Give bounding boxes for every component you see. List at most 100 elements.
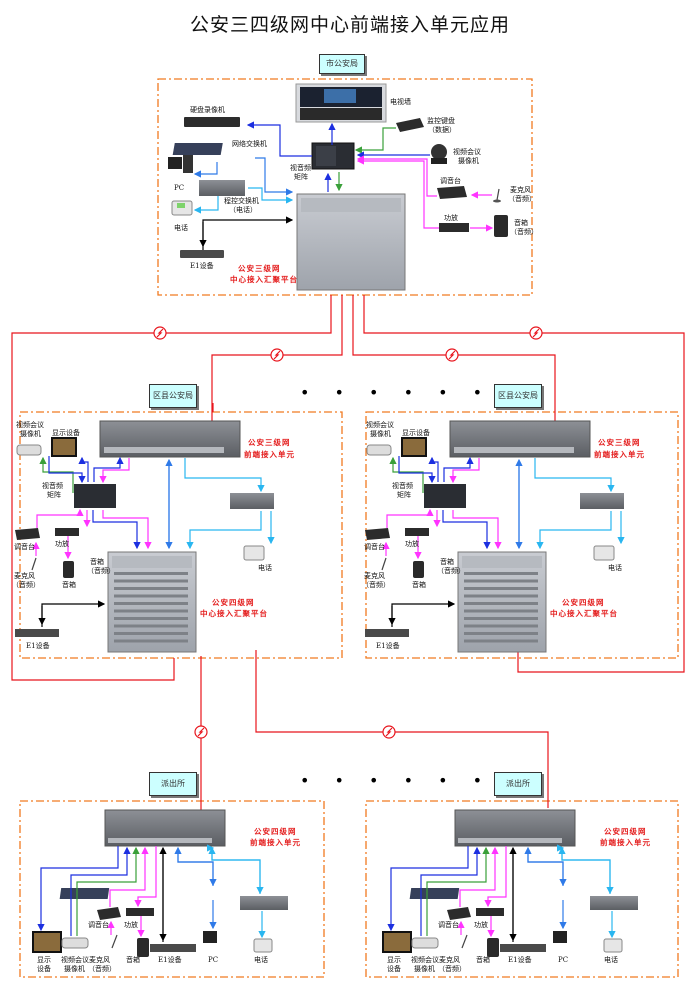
pbx-device [590, 896, 638, 910]
label-conf-camera-1: 视频会议 [16, 421, 44, 429]
label-display-1: 显示 [37, 956, 51, 964]
city-platform-rack [296, 193, 406, 291]
label-pbx-2: （电话） [229, 206, 257, 214]
label-pc: PC [208, 956, 219, 964]
label-mixer: 调音台 [438, 921, 459, 929]
wan-link-county-left-to-station-right [255, 650, 549, 808]
network-switch-device [409, 888, 460, 899]
label-display: 显示设备 [402, 429, 430, 437]
display-device [32, 931, 62, 953]
label-phone: 电话 [608, 564, 622, 572]
label-network-switch: 网络交换机 [232, 140, 267, 148]
network-switch-device [172, 143, 223, 155]
pbx-device [199, 180, 245, 196]
label-frontend-2: 前端接入单元 [600, 838, 651, 847]
label-pc: PC [558, 956, 569, 964]
county-sections [15, 420, 625, 653]
display-device [401, 437, 427, 457]
label-e1: E1设备 [158, 956, 182, 964]
label-av-matrix-1: 视音频 [42, 482, 63, 490]
e1-device [150, 944, 196, 952]
label-platform-1: 公安四级网 [212, 598, 255, 607]
label-speaker: 音箱 [62, 581, 76, 589]
amp-device [126, 908, 154, 916]
label-mic-1: 麦克风 [510, 186, 531, 194]
label-conf-camera-2: 摄像机 [64, 965, 85, 973]
label-frontend-1: 公安三级网 [598, 438, 641, 447]
label-phone: 电话 [604, 956, 618, 964]
av-matrix-device [424, 484, 466, 508]
pbx-device [230, 493, 274, 509]
label-e1: E1设备 [26, 642, 50, 650]
label-phone: 电话 [254, 956, 268, 964]
display-device [382, 931, 412, 953]
label-dvr: 硬盘录像机 [190, 106, 225, 114]
label-frontend-2: 前端接入单元 [250, 838, 301, 847]
mixer-device [365, 528, 390, 540]
wan-link-icons [153, 326, 543, 739]
label-city-platform-1: 公安三级网 [238, 264, 281, 273]
dvr-device [184, 117, 240, 127]
wan-link-city-to-county-left-platform [11, 295, 332, 681]
pc-tower [183, 155, 193, 173]
site-label-county-right: 区县公安局 [494, 384, 542, 408]
label-phone: 电话 [174, 224, 188, 232]
label-speaker: 音箱 [126, 956, 140, 964]
label-conf-camera-1: 视频会议 [61, 956, 89, 964]
amp-device [476, 908, 504, 916]
county-section-right [365, 420, 625, 653]
display-device [51, 437, 77, 457]
label-amp: 功放 [124, 921, 138, 929]
label-mic-1: 麦克风 [89, 956, 110, 964]
label-conf-camera-1: 视频会议 [366, 421, 394, 429]
mixer-device [97, 907, 121, 920]
pc-monitor [168, 157, 182, 169]
label-ctrl-kbd-1: 监控键盘 [427, 117, 455, 125]
speaker-device [413, 561, 424, 578]
phone-device [603, 938, 623, 953]
e1-device [365, 629, 409, 637]
wan-link-city-to-county-right-platform [363, 295, 685, 673]
pc-monitor [203, 931, 217, 943]
label-av-matrix-2: 矩阵 [294, 173, 308, 181]
label-conf-camera-2: 摄像机 [20, 430, 41, 438]
mic-device [461, 934, 468, 949]
speaker-device [137, 938, 149, 957]
label-platform-2: 中心接入汇聚平台 [550, 609, 618, 618]
label-mic-2: （音频） [362, 581, 390, 589]
label-amp: 功放 [444, 214, 458, 222]
label-mic-2: （音频） [508, 195, 536, 203]
label-speaker: 音箱 [412, 581, 426, 589]
label-e1: E1设备 [190, 262, 214, 270]
wan-link-icon [529, 326, 543, 340]
amp-device [55, 528, 79, 536]
av-matrix-device [74, 484, 116, 508]
pc-monitor [553, 931, 567, 943]
mic-device [111, 934, 118, 949]
label-amp: 功放 [474, 921, 488, 929]
label-conf-camera-1: 视频会议 [411, 956, 439, 964]
label-city-platform-2: 中心接入汇聚平台 [230, 275, 298, 284]
amp-device [405, 528, 429, 536]
label-amp: 功放 [55, 540, 69, 548]
label-e1: E1设备 [508, 956, 532, 964]
network-switch-device [59, 888, 110, 899]
label-mic-1: 麦克风 [439, 956, 460, 964]
e1-device [500, 944, 546, 952]
label-conf-camera-2: 摄像机 [414, 965, 435, 973]
mic-device [381, 557, 387, 571]
e1-device [180, 250, 224, 258]
label-phone: 电话 [258, 564, 272, 572]
site-label-county-left: 区县公安局 [149, 384, 197, 408]
county-section-left [15, 420, 275, 653]
ellipsis-county: • • • • • • [300, 383, 493, 402]
label-speaker2-1: 音箱 [90, 558, 104, 566]
phone-device [253, 938, 273, 953]
phone-device [593, 545, 615, 561]
city-devices [168, 83, 508, 291]
label-frontend-1: 公安四级网 [604, 827, 647, 836]
label-speaker-2: （音频） [510, 228, 538, 236]
label-frontend-1: 公安四级网 [254, 827, 297, 836]
